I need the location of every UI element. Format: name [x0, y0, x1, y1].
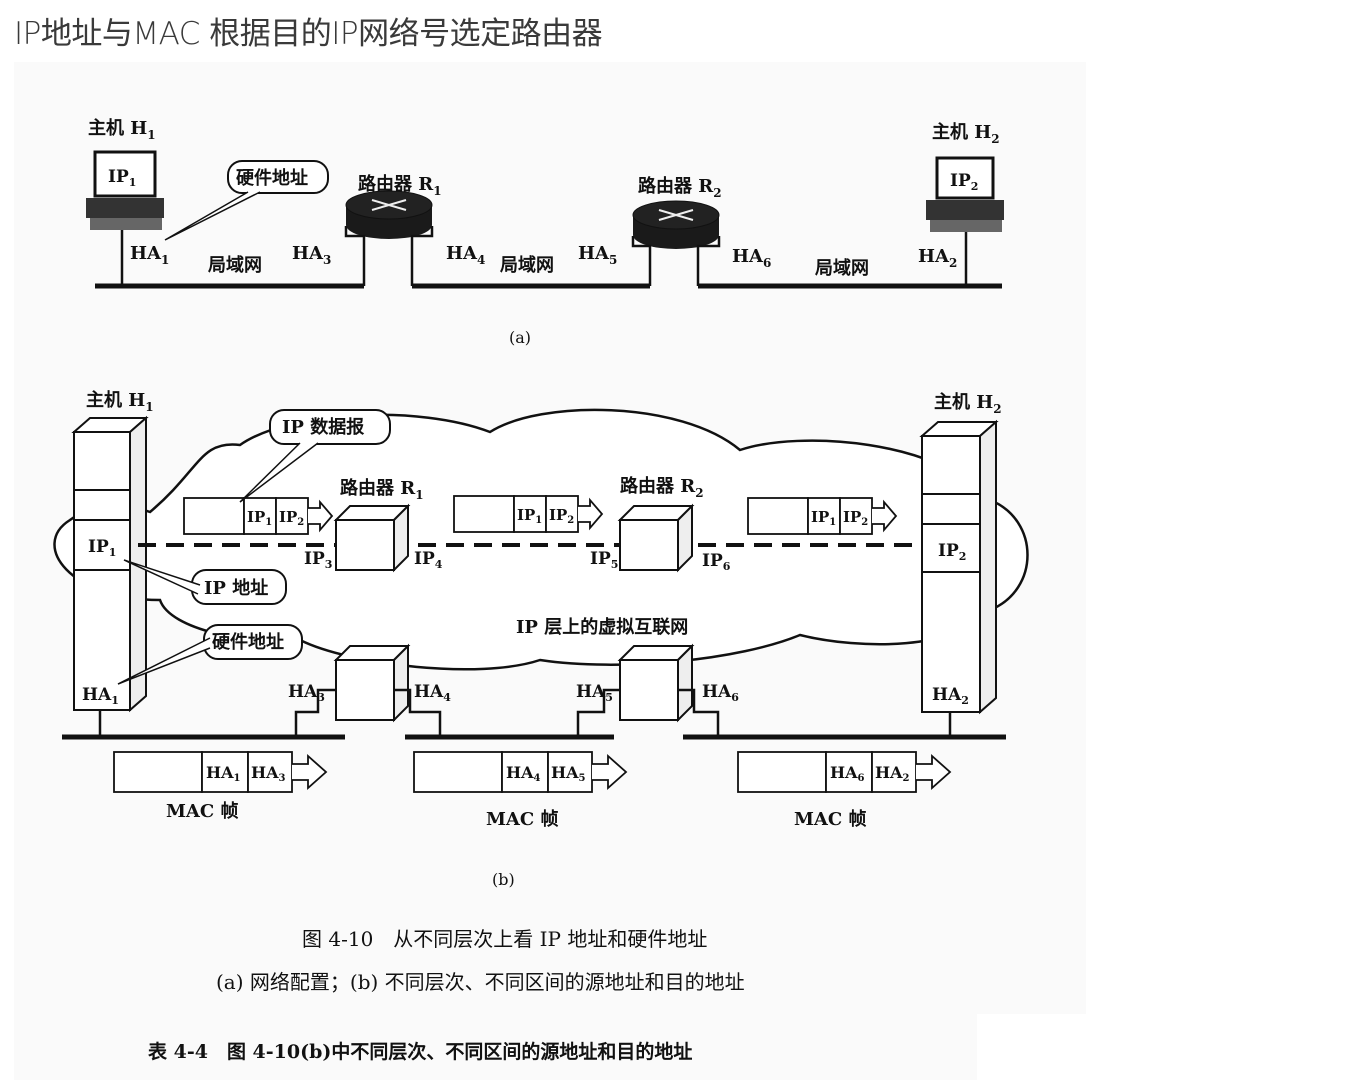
- hw-address-callout: [227, 160, 329, 194]
- svg-text:IP2: IP2: [279, 508, 304, 528]
- svg-text:IP1: IP1: [247, 508, 272, 528]
- scanned-table-strip: [14, 1014, 977, 1080]
- svg-text:HA2: HA2: [875, 763, 910, 784]
- virtual-net-label: IP 层上的虚拟互联网: [516, 616, 688, 638]
- lan2-label: 局域网: [500, 254, 554, 276]
- b-host1-label: 主机 H1: [86, 389, 154, 414]
- figure-caption: 图 4-10 从不同层次上看 IP 地址和硬件地址: [302, 927, 707, 951]
- ha5-label: HA5: [578, 243, 617, 267]
- page-title: IP地址与MAC 根据目的IP网络号选定路由器: [14, 16, 603, 52]
- host1-label: 主机 H1: [88, 117, 156, 142]
- host1-protocol-stack: [71, 415, 149, 713]
- svg-text:IP2: IP2: [843, 508, 868, 528]
- svg-text:HA1: HA1: [206, 763, 241, 784]
- host2-computer-icon: IP2: [926, 156, 1004, 232]
- router1-icon: [345, 190, 433, 239]
- ha2-label: HA2: [918, 246, 957, 270]
- mac-frame-1-label: MAC 帧: [166, 800, 238, 822]
- figure-subcaption: (a) 网络配置；(b) 不同层次、不同区间的源地址和目的地址: [216, 970, 745, 994]
- b-ip4-label: IP4: [414, 549, 443, 571]
- svg-text:IP1: IP1: [517, 506, 542, 526]
- b-router2-label: 路由器 R2: [620, 475, 704, 500]
- b-ha6-label: HA6: [702, 682, 739, 704]
- mac-frame-3-label: MAC 帧: [794, 808, 866, 830]
- ha6-label: HA6: [732, 246, 771, 270]
- ip-datagram-2: [453, 495, 604, 533]
- svg-text:IP1: IP1: [811, 508, 836, 528]
- b-ha3-label: HA3: [288, 682, 325, 704]
- host2-label: 主机 H2: [932, 121, 1000, 146]
- ip-datagram-callout: [269, 409, 391, 445]
- b-ip3-label: IP3: [304, 549, 332, 571]
- svg-text:HA3: HA3: [251, 763, 286, 784]
- b-ha2-label: HA2: [932, 685, 969, 707]
- figure-a-label: (a): [509, 328, 531, 347]
- b-ha5-label: HA5: [576, 682, 613, 704]
- router2-icon: [632, 200, 720, 249]
- b-ip5-label: IP5: [590, 549, 618, 571]
- figure-b: 主机 H1 IP1 HA1 主机 H2 IP2 HA2 路由器 R1: [53, 389, 1029, 889]
- svg-text:HA6: HA6: [830, 763, 865, 784]
- host2-protocol-stack: [919, 419, 999, 715]
- router2-box: [617, 503, 695, 723]
- svg-text:IP2: IP2: [549, 506, 574, 526]
- lan1-label: 局域网: [208, 254, 262, 276]
- ip-datagram-3: [747, 497, 898, 535]
- lan3-label: 局域网: [815, 257, 869, 279]
- mac-frame-1: [113, 751, 328, 793]
- mac-frame-3: [737, 751, 952, 793]
- b-ip1-label: IP1: [88, 537, 116, 559]
- ip2-label: IP2: [950, 171, 978, 193]
- mac-frame-2-label: MAC 帧: [486, 808, 558, 830]
- host1-computer-icon: IP1: [86, 150, 164, 230]
- figure-b-label: (b): [492, 870, 515, 889]
- b-router1-label: 路由器 R1: [340, 477, 424, 502]
- router1-box: [333, 503, 411, 723]
- hw-address-text-b: 硬件地址: [212, 631, 284, 653]
- b-ip2-label: IP2: [938, 541, 966, 563]
- svg-text:HA4: HA4: [506, 763, 541, 784]
- ip-datagram-text: IP 数据报: [282, 416, 364, 438]
- b-ha1-label: HA1: [82, 685, 119, 707]
- b-ip6-label: IP6: [702, 551, 731, 573]
- hw-callout-text: 硬件地址: [236, 167, 308, 189]
- figure-a: 主机 H1 IP1 硬件地址 HA1 局域网 HA3 路由器 R1 HA4 局域…: [86, 117, 1004, 347]
- b-ha4-label: HA4: [414, 682, 451, 704]
- ha3-label: HA3: [292, 243, 331, 267]
- b-host2-label: 主机 H2: [934, 391, 1002, 416]
- ha4-label: HA4: [446, 243, 485, 267]
- table-title: 表 4-4 图 4-10(b)中不同层次、不同区间的源地址和目的地址: [148, 1040, 692, 1063]
- mac-frame-2: [413, 751, 628, 793]
- router1-label: 路由器 R1: [358, 173, 442, 198]
- ip1-label: IP1: [108, 167, 136, 189]
- ha1-label: HA1: [130, 243, 169, 267]
- ip-datagram-1: [183, 497, 334, 535]
- svg-text:HA5: HA5: [551, 763, 586, 784]
- ip-address-text: IP 地址: [204, 577, 268, 599]
- router2-label: 路由器 R2: [638, 175, 722, 200]
